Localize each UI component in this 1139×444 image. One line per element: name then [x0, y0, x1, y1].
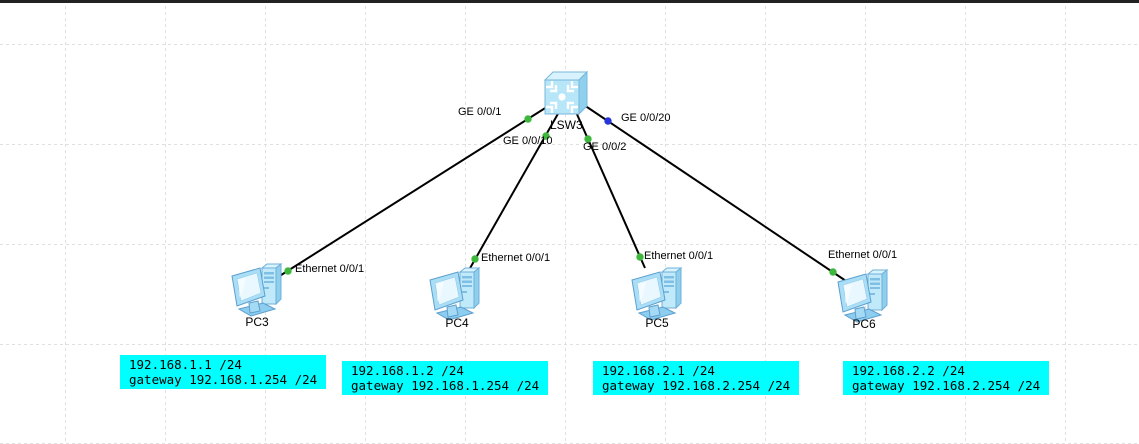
device-label-pc3: PC3: [245, 315, 269, 329]
port-label: Ethernet 0/0/1: [295, 263, 365, 275]
device-node-pc6[interactable]: [835, 267, 889, 323]
pc-icon: [229, 261, 283, 317]
ip-note[interactable]: 192.168.1.1 /24 gateway 192.168.1.254 /2…: [120, 355, 327, 389]
port-status-dot-green: [524, 115, 532, 123]
port-status-dot-green: [636, 253, 644, 261]
pc-icon: [835, 267, 889, 323]
device-node-pc3[interactable]: [229, 261, 283, 317]
device-label-pc6: PC6: [852, 317, 876, 331]
pc-icon: [629, 265, 683, 321]
device-label-lsw3: LSW3: [550, 118, 583, 132]
link-line-lsw3-pc3[interactable]: [277, 104, 551, 278]
port-label: Ethernet 0/0/1: [828, 249, 898, 261]
pc-icon: [427, 265, 481, 321]
port-status-dot-green: [284, 267, 292, 275]
switch-icon: [541, 70, 589, 116]
device-label-pc5: PC5: [645, 316, 669, 330]
device-node-pc5[interactable]: [629, 265, 683, 321]
port-status-dot-green: [829, 268, 837, 276]
device-node-lsw3[interactable]: [541, 70, 589, 116]
port-label: Ethernet 0/0/1: [644, 250, 714, 262]
device-label-pc4: PC4: [445, 316, 469, 330]
port-status-dot-green: [471, 255, 479, 263]
ip-note[interactable]: 192.168.2.2 /24 gateway 192.168.2.254 /2…: [843, 361, 1050, 395]
port-status-dot-green: [584, 135, 592, 143]
port-label: Ethernet 0/0/1: [481, 252, 551, 264]
canvas-top-border: [0, 0, 1139, 3]
port-label: GE 0/0/10: [503, 135, 553, 147]
port-status-dot-blue: [604, 117, 612, 125]
link-line-lsw3-pc6[interactable]: [580, 102, 853, 286]
port-label: GE 0/0/1: [458, 106, 502, 118]
link-line-lsw3-pc5[interactable]: [575, 111, 646, 269]
ip-note[interactable]: 192.168.1.2 /24 gateway 192.168.1.254 /2…: [342, 361, 549, 395]
port-label: GE 0/0/2: [583, 141, 627, 153]
port-status-dot-green: [542, 132, 550, 140]
link-line-lsw3-pc4[interactable]: [464, 111, 560, 278]
port-label: GE 0/0/20: [621, 112, 671, 124]
device-node-pc4[interactable]: [427, 265, 481, 321]
ip-note[interactable]: 192.168.2.1 /24 gateway 192.168.2.254 /2…: [593, 361, 800, 395]
